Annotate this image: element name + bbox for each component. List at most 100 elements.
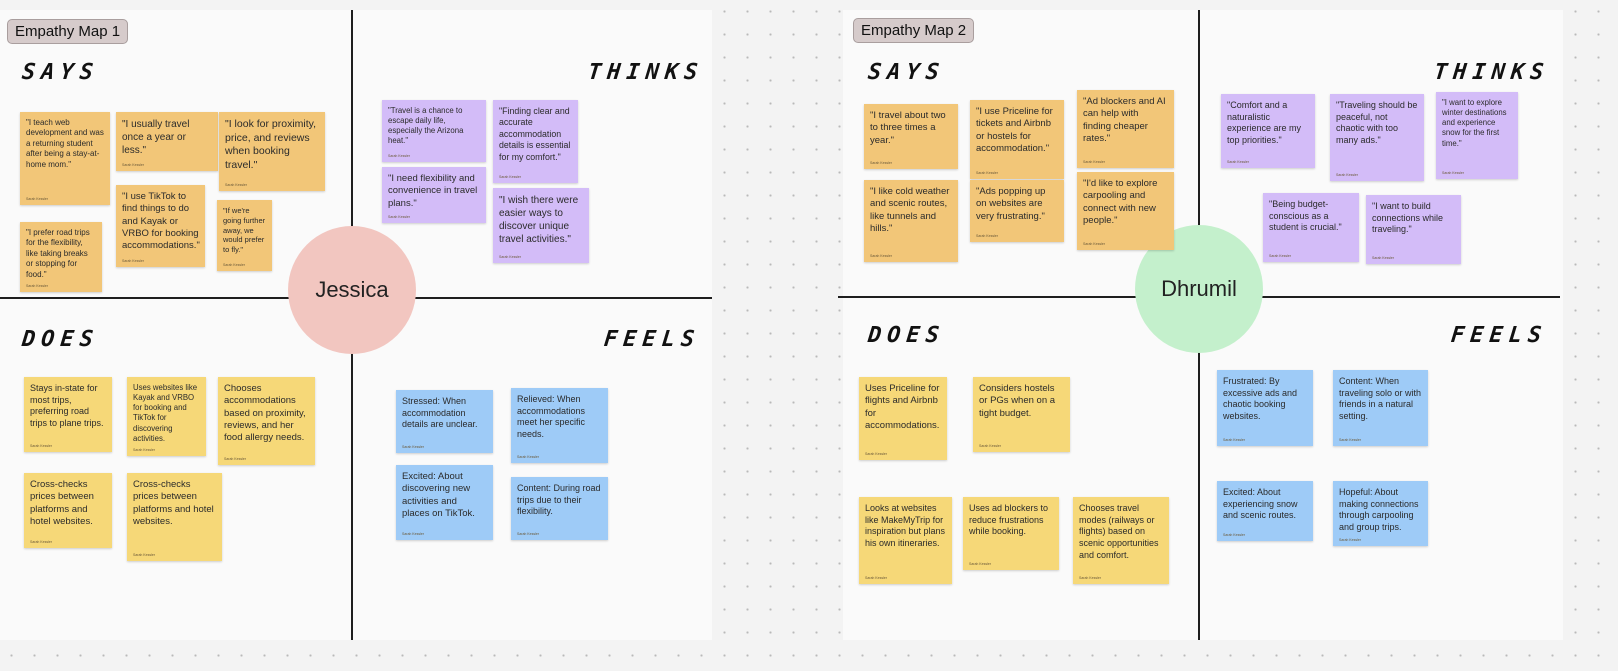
- sticky-note-text: Uses websites like Kayak and VRBO for bo…: [133, 383, 198, 443]
- sticky-note-thinks[interactable]: "I want to explore winter destinations a…: [1436, 92, 1518, 179]
- sticky-note-thinks[interactable]: "I need flexibility and convenience in t…: [382, 167, 486, 223]
- sticky-note-says[interactable]: "I teach web development and was a retur…: [20, 112, 110, 205]
- persona-circle-jessica[interactable]: Jessica: [288, 226, 416, 354]
- sticky-note-does[interactable]: Chooses accommodations based on proximit…: [218, 377, 315, 465]
- sticky-note-feels[interactable]: Excited: About experiencing snow and sce…: [1217, 481, 1313, 541]
- sticky-note-does[interactable]: Stays in-state for most trips, preferrin…: [24, 377, 112, 452]
- sticky-note-author: Sarah Kessler: [870, 160, 892, 165]
- sticky-note-text: Chooses travel modes (railways or flight…: [1079, 503, 1159, 560]
- sticky-note-says[interactable]: "I prefer road trips for the flexibility…: [20, 222, 102, 293]
- sticky-note-feels[interactable]: Excited: About discovering new activitie…: [396, 465, 493, 540]
- sticky-note-does[interactable]: Uses ad blockers to reduce frustrations …: [963, 497, 1059, 570]
- persona-name: Dhrumil: [1161, 276, 1237, 301]
- sticky-note-author: Sarah Kessler: [870, 253, 892, 258]
- sticky-note-does[interactable]: Considers hostels or PGs when on a tight…: [973, 377, 1070, 452]
- sticky-note-author: Sarah Kessler: [26, 196, 48, 201]
- sticky-note-author: Sarah Kessler: [1339, 537, 1361, 542]
- sticky-note-text: "I usually travel once a year or less.": [122, 119, 190, 156]
- map-2-title[interactable]: Empathy Map 2: [853, 18, 975, 43]
- sticky-note-thinks[interactable]: "I wish there were easier ways to discov…: [493, 188, 589, 263]
- sticky-note-author: Sarah Kessler: [1227, 159, 1249, 164]
- sticky-note-author: Sarah Kessler: [30, 443, 52, 448]
- sticky-note-author: Sarah Kessler: [517, 531, 539, 536]
- sticky-note-author: Sarah Kessler: [1223, 532, 1245, 537]
- sticky-note-author: Sarah Kessler: [402, 531, 424, 536]
- sticky-note-feels[interactable]: Frustrated: By excessive ads and chaotic…: [1217, 370, 1313, 446]
- sticky-note-says[interactable]: "I like cold weather and scenic routes, …: [864, 180, 958, 262]
- sticky-note-text: "Being budget-conscious as a student is …: [1269, 199, 1342, 233]
- sticky-note-text: "I need flexibility and convenience in t…: [388, 173, 478, 209]
- sticky-note-says[interactable]: "Ads popping up on websites are very fru…: [970, 180, 1064, 242]
- sticky-note-feels[interactable]: Content: When traveling solo or with fri…: [1333, 370, 1428, 446]
- sticky-note-says[interactable]: "I use Priceline for tickets and Airbnb …: [970, 100, 1064, 179]
- sticky-note-author: Sarah Kessler: [1079, 575, 1101, 580]
- sticky-note-does[interactable]: Uses websites like Kayak and VRBO for bo…: [127, 377, 206, 456]
- sticky-note-author: Sarah Kessler: [979, 443, 1001, 448]
- sticky-note-text: Stressed: When accommodation details are…: [402, 396, 478, 430]
- sticky-note-author: Sarah Kessler: [223, 262, 245, 267]
- sticky-note-thinks[interactable]: "I want to build connections while trave…: [1366, 195, 1461, 264]
- sticky-note-text: "I prefer road trips for the flexibility…: [26, 228, 90, 279]
- sticky-note-author: Sarah Kessler: [1083, 159, 1105, 164]
- map-2-does-label: DOES: [866, 323, 947, 348]
- sticky-note-author: Sarah Kessler: [26, 283, 48, 288]
- sticky-note-author: Sarah Kessler: [1336, 172, 1358, 177]
- sticky-note-thinks[interactable]: "Finding clear and accurate accommodatio…: [493, 100, 578, 183]
- sticky-note-text: Hopeful: About making connections throug…: [1339, 487, 1419, 533]
- sticky-note-author: Sarah Kessler: [1372, 255, 1394, 260]
- sticky-note-says[interactable]: "I travel about two to three times a yea…: [864, 104, 958, 169]
- sticky-note-text: "Comfort and a naturalistic experience a…: [1227, 100, 1302, 146]
- sticky-note-does[interactable]: Cross-checks prices between platforms an…: [24, 473, 112, 548]
- map-1-thinks-label: THINKS: [586, 60, 705, 85]
- sticky-note-text: Content: When traveling solo or with fri…: [1339, 376, 1422, 422]
- sticky-note-says[interactable]: "I usually travel once a year or less."S…: [116, 112, 218, 171]
- sticky-note-says[interactable]: "I'd like to explore carpooling and conn…: [1077, 172, 1174, 250]
- sticky-note-author: Sarah Kessler: [225, 182, 247, 187]
- map-2-thinks-label: THINKS: [1432, 60, 1551, 85]
- sticky-note-text: "I like cold weather and scenic routes, …: [870, 186, 950, 235]
- sticky-note-feels[interactable]: Relieved: When accommodations meet her s…: [511, 388, 608, 463]
- sticky-note-text: "If we're going further away, we would p…: [223, 206, 266, 254]
- sticky-note-text: "I want to explore winter destinations a…: [1442, 98, 1507, 148]
- sticky-note-text: "I'd like to explore carpooling and conn…: [1083, 178, 1158, 227]
- sticky-note-thinks[interactable]: "Being budget-conscious as a student is …: [1263, 193, 1359, 262]
- sticky-note-author: Sarah Kessler: [1442, 170, 1464, 175]
- sticky-note-author: Sarah Kessler: [1083, 241, 1105, 246]
- map-1-feels-label: FEELS: [602, 327, 702, 352]
- sticky-note-text: "I look for proximity, price, and review…: [225, 118, 317, 171]
- sticky-note-author: Sarah Kessler: [1223, 437, 1245, 442]
- sticky-note-says[interactable]: "If we're going further away, we would p…: [217, 200, 272, 271]
- sticky-note-does[interactable]: Cross-checks prices between platforms an…: [127, 473, 222, 561]
- sticky-note-does[interactable]: Looks at websites like MakeMyTrip for in…: [859, 497, 952, 584]
- sticky-note-feels[interactable]: Hopeful: About making connections throug…: [1333, 481, 1428, 546]
- persona-name: Jessica: [315, 277, 389, 302]
- sticky-note-text: Frustrated: By excessive ads and chaotic…: [1223, 376, 1298, 422]
- sticky-note-thinks[interactable]: "Traveling should be peaceful, not chaot…: [1330, 94, 1424, 181]
- sticky-note-thinks[interactable]: "Comfort and a naturalistic experience a…: [1221, 94, 1315, 168]
- map-2-says-label: SAYS: [866, 60, 947, 85]
- sticky-note-author: Sarah Kessler: [122, 258, 144, 263]
- sticky-note-text: "I travel about two to three times a yea…: [870, 110, 946, 146]
- sticky-note-feels[interactable]: Stressed: When accommodation details are…: [396, 390, 493, 453]
- sticky-note-feels[interactable]: Content: During road trips due to their …: [511, 477, 608, 540]
- sticky-note-text: Looks at websites like MakeMyTrip for in…: [865, 503, 946, 549]
- sticky-note-author: Sarah Kessler: [133, 447, 155, 452]
- sticky-note-says[interactable]: "I look for proximity, price, and review…: [219, 112, 325, 191]
- map-1-title[interactable]: Empathy Map 1: [7, 19, 129, 44]
- sticky-note-text: "Travel is a chance to escape daily life…: [388, 106, 464, 146]
- sticky-note-author: Sarah Kessler: [517, 454, 539, 459]
- map-1-does-label: DOES: [20, 327, 101, 352]
- map-1-says-label: SAYS: [20, 60, 101, 85]
- sticky-note-text: "Traveling should be peaceful, not chaot…: [1336, 100, 1418, 146]
- persona-circle-dhrumil[interactable]: Dhrumil: [1135, 225, 1263, 353]
- sticky-note-thinks[interactable]: "Travel is a chance to escape daily life…: [382, 100, 486, 162]
- sticky-note-does[interactable]: Uses Priceline for flights and Airbnb fo…: [859, 377, 947, 460]
- sticky-note-text: "I use Priceline for tickets and Airbnb …: [976, 106, 1053, 155]
- sticky-note-does[interactable]: Chooses travel modes (railways or flight…: [1073, 497, 1169, 584]
- sticky-note-text: Content: During road trips due to their …: [517, 483, 601, 517]
- sticky-note-says[interactable]: "I use TikTok to find things to do and K…: [116, 185, 205, 267]
- sticky-note-text: Cross-checks prices between platforms an…: [133, 479, 214, 528]
- sticky-note-text: Excited: About discovering new activitie…: [402, 471, 475, 520]
- sticky-note-author: Sarah Kessler: [499, 174, 521, 179]
- sticky-note-says[interactable]: "Ad blockers and AI can help with findin…: [1077, 90, 1174, 168]
